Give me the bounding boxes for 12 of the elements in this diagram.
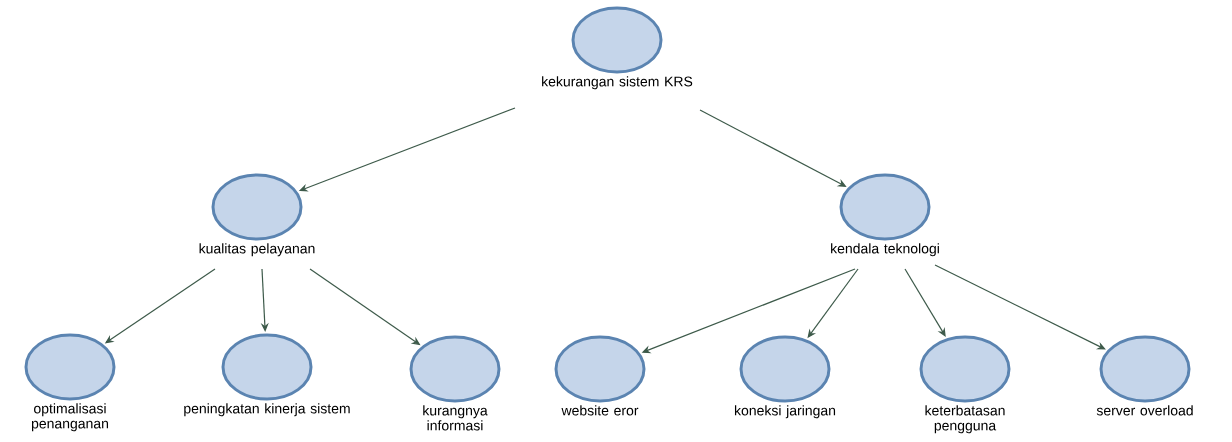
node-label: kendala teknologi (831, 243, 939, 257)
node-label: optimalisasi penanganan (32, 403, 108, 432)
node-label: keterbatasan pengguna (925, 405, 1005, 434)
node-label: server overload (1096, 405, 1193, 416)
node-label: koneksi jaringan (734, 405, 836, 419)
node-label: peningkatan kinerja sistem (184, 403, 350, 417)
arrow (934, 264, 1106, 350)
arrow (904, 268, 946, 337)
node-label: kualitas pelayanan (199, 243, 315, 257)
node-label: kekurangan sistem KRS (542, 76, 693, 90)
node-label: website eror (561, 405, 639, 416)
node-label: kurangnya informasi (423, 405, 488, 431)
